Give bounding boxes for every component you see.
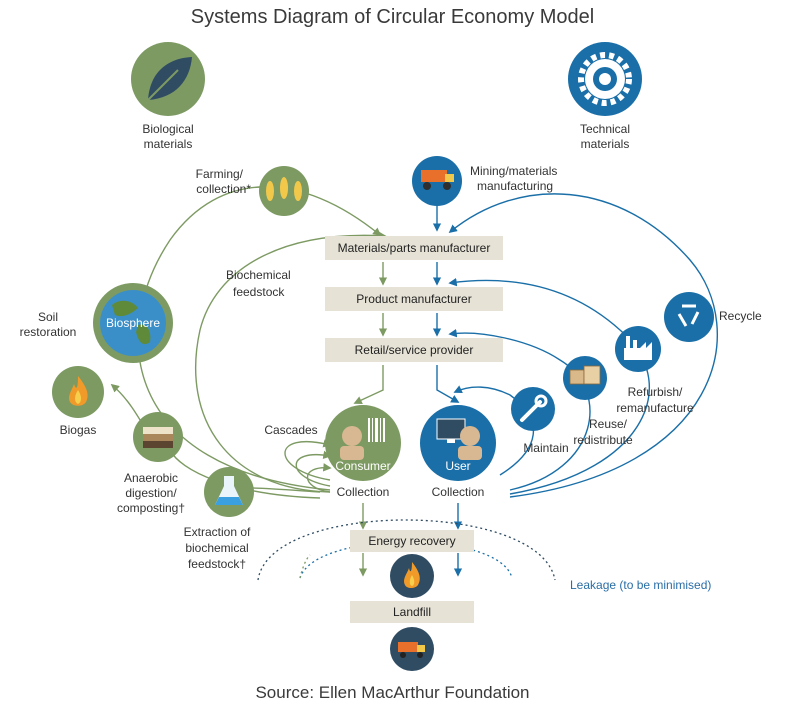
user-node: User [420,405,496,481]
biosphere-node: Biosphere [93,283,173,363]
source-caption: Source: Ellen MacArthur Foundation [255,683,530,702]
cascades-label: Cascades [264,423,317,437]
biological-heading-1: Biological [142,122,193,136]
anaerobic-label-2: digestion/ [125,486,177,500]
energy-node [390,554,434,598]
energy-label: Energy recovery [368,534,455,548]
gear-icon [578,52,632,106]
flame-icon [404,562,420,588]
mining-node [412,156,462,206]
biochemical-label-1: Biochemical [226,268,291,282]
reuse-node [563,356,607,400]
refurbish-node [615,326,661,372]
soil-label-2: restoration [20,325,77,339]
landfill-label: Landfill [393,605,431,619]
retail-label: Retail/service provider [355,343,474,357]
refurbish-label-2: remanufacture [616,401,694,415]
materials-box: Materials/parts manufacturer [325,236,503,260]
factory-icon [624,336,652,360]
user-collection-label: Collection [432,485,485,499]
maintain-label: Maintain [523,441,568,455]
farming-label-1: Farming/ [196,167,244,181]
biogas-node [52,366,104,418]
biochemical-label-2: feedstock [233,285,285,299]
extraction-label-2: biochemical [185,541,248,555]
landfill-box: Landfill [350,601,474,623]
maintain-node [511,387,555,431]
farming-node [259,166,309,216]
farming-label-2: collection* [196,182,251,196]
recycle-label: Recycle [719,309,762,323]
consumer-node: Consumer [325,405,401,481]
barcode-icon [368,418,385,442]
soil-label-1: Soil [38,310,58,324]
mining-label-1: Mining/materials [470,164,557,178]
wheat-fish-icon [266,177,302,201]
cascade-2 [295,450,332,487]
consumer-label: Consumer [335,459,390,473]
leakage-arcs [257,519,556,581]
biological-node [131,42,205,116]
extraction-node [204,467,254,517]
compost-icon [143,427,173,448]
product-box: Product manufacturer [325,287,503,311]
boxes-icon [569,365,601,385]
product-label: Product manufacturer [356,292,471,306]
anaerobic-node [133,412,183,462]
biological-heading-2: materials [144,137,193,151]
cascade-3 [306,463,332,493]
leakage-label: Leakage (to be minimised) [570,578,711,592]
loop-extraction [249,487,321,493]
flask-icon [215,476,243,505]
truck-icon [421,170,454,190]
reuse-label-2: redistribute [573,433,633,447]
landfill-node [390,627,434,671]
page-title: Systems Diagram of Circular Economy Mode… [190,6,595,28]
anaerobic-label-1: Anaerobic [124,471,178,485]
technical-node [568,42,642,116]
biosphere-label: Biosphere [106,316,160,330]
user-label: User [445,459,470,473]
recycle-node [664,292,714,342]
extraction-label-1: Extraction of [184,525,251,539]
extraction-label-3: feedstock† [188,557,246,571]
flame-icon [69,376,88,406]
technical-heading-2: materials [581,137,630,151]
technical-heading-1: Technical [580,122,630,136]
dump-truck-icon [398,642,425,658]
loop-feedstock [195,231,387,493]
loop-recycle [448,193,718,498]
mining-label-2: manufacturing [477,179,553,193]
person-icon [340,426,364,460]
biogas-label: Biogas [60,423,97,437]
wrench-icon [520,394,548,422]
anaerobic-label-3: composting† [117,501,185,515]
leaf-icon [147,57,192,101]
energy-box: Energy recovery [350,530,474,552]
retail-box: Retail/service provider [325,338,503,362]
recycle-icon [677,304,700,327]
refurbish-label-1: Refurbish/ [628,385,683,399]
globe-icon [100,290,166,356]
cascade-1 [284,439,332,481]
person-icon [458,426,482,460]
reuse-label-1: Reuse/ [589,417,628,431]
consumer-collection-label: Collection [337,485,390,499]
materials-label: Materials/parts manufacturer [338,241,491,255]
